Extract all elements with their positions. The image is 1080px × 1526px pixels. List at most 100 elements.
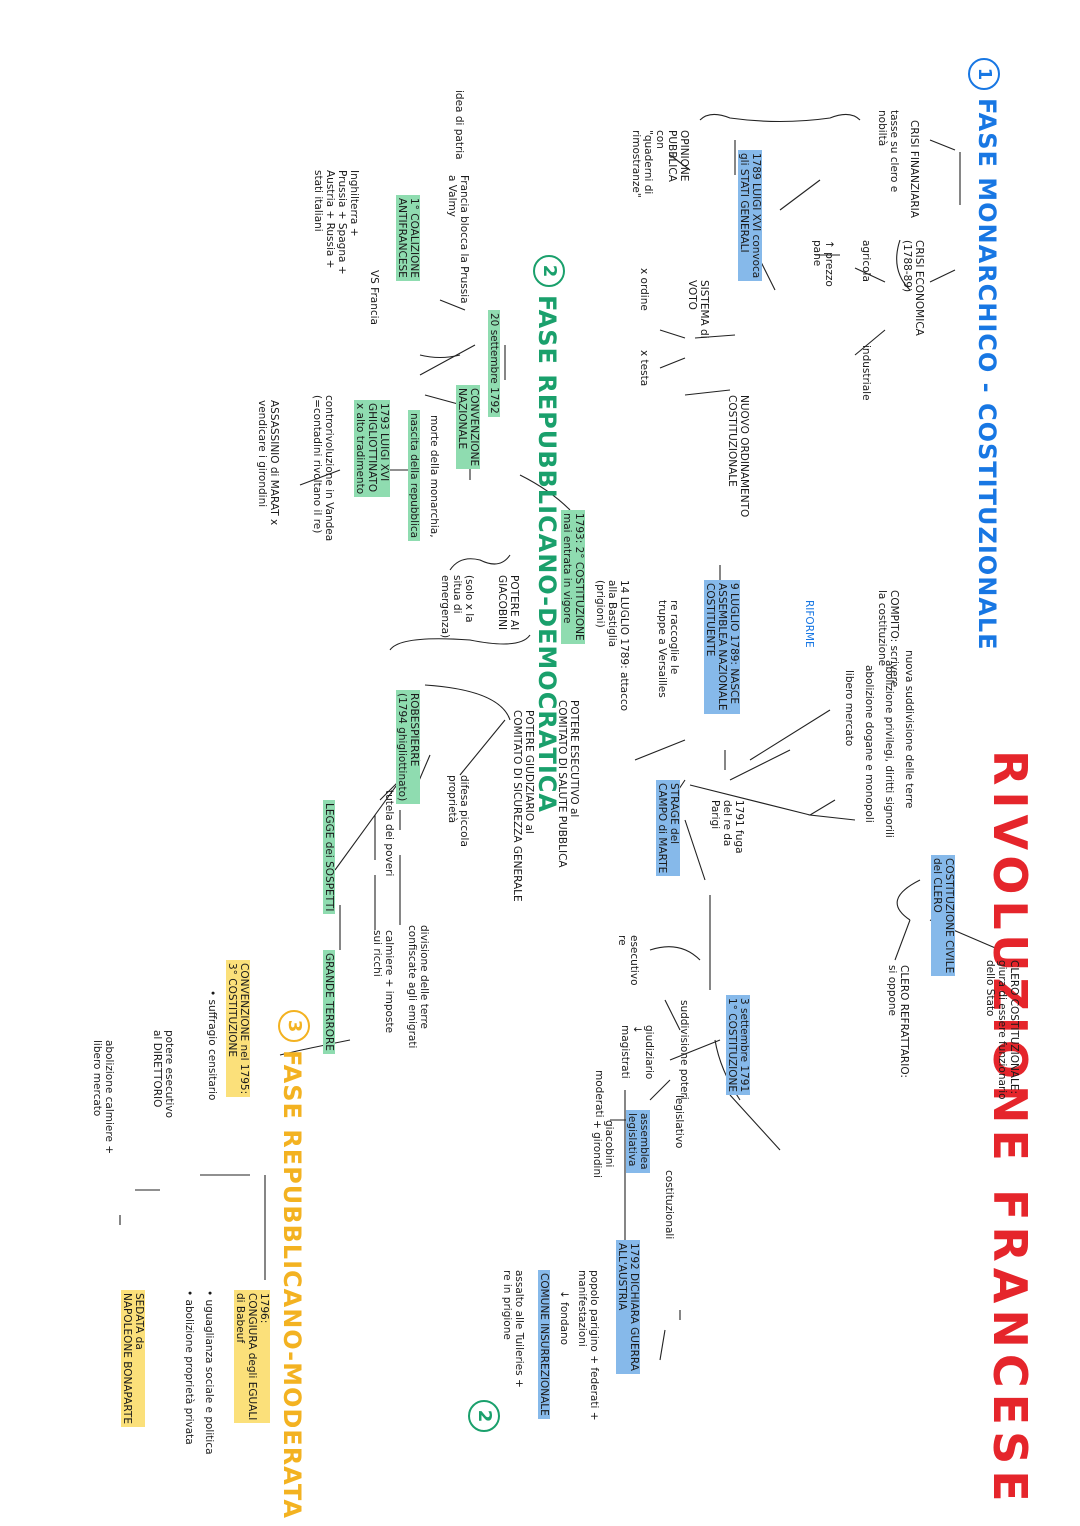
- potere-giudiziario: giudiziario ↓ magistrati: [619, 1025, 655, 1080]
- valmy: Francia blocca la Prussia a Valmy: [446, 175, 470, 304]
- crisi-finanziaria: CRISI FINANZIARIA: [908, 120, 920, 218]
- arrow: [896, 239, 911, 291]
- arrow: [659, 1329, 666, 1361]
- arrow: [279, 1039, 351, 1056]
- luigi-ghigliottinato: 1793 LUIGI XVI GHIGLIOTTINATO x alto tra…: [354, 400, 390, 498]
- bastiglia: 14 LUGLIO 1789: attacco alla Bastiglia (…: [594, 580, 630, 712]
- phase-2-number: 2: [533, 255, 565, 287]
- convenzione-nazionale: CONVENZIONE NAZIONALE: [456, 385, 480, 470]
- calmiere-imposte: calmiere + imposte sui ricchi: [371, 930, 395, 1034]
- legge-sospetti: LEGGE dei SOSPETTI: [323, 800, 335, 915]
- arrow: [894, 919, 911, 961]
- piccola-proprieta: difesa piccola proprietà: [446, 775, 470, 847]
- stati-generali: 1789 LUIGI XVI convoca gli STATI GENERAL…: [738, 150, 762, 282]
- comitato-sicurezza: POTERE GIUDIZIARIO al COMITATO DI SICURE…: [511, 710, 535, 902]
- clero-costituzionale: CLERO COSTITUZIONALE: giura di essere fu…: [984, 960, 1020, 1100]
- voto-testa: x testa: [638, 350, 650, 387]
- arrow: [649, 1079, 671, 1101]
- arrow: [854, 267, 886, 283]
- comitato-salute: POTERE ESECUTIVO al COMITATO DI SALUTE P…: [556, 700, 580, 868]
- arrow: [419, 354, 461, 359]
- arrow: [419, 344, 476, 376]
- vs-francia: VS Francia: [368, 270, 380, 325]
- assemblea-costituente: 9 LUGLIO 1789: NASCE ASSEMBLEA NAZIONALE…: [704, 580, 740, 714]
- bracket: [699, 113, 861, 123]
- fondano: ↓ fondano: [558, 1290, 570, 1346]
- suffragio-censitario: • suffragio censitario: [206, 990, 218, 1101]
- voto-ordine: x ordine: [638, 268, 650, 311]
- crisi-economica: CRISI ECONOMICA (1788-89): [901, 240, 925, 336]
- arrow: [689, 784, 811, 816]
- arrow: [659, 357, 686, 369]
- assassinio-marat: ASSASSINIO di MARAT x vendicare i girond…: [256, 400, 280, 526]
- arrow: [459, 719, 506, 776]
- giacobini-girondini: giacobini + girondini: [591, 1120, 615, 1179]
- divisione-terre: divisione delle terre confiscate agli em…: [406, 925, 430, 1049]
- arrow: [929, 269, 956, 283]
- terza-costituzione: CONVENZIONE nel 1795: 3° COSTITUZIONE: [226, 960, 250, 1098]
- popolo-parigino: popolo parigino + federati + manifestazi…: [576, 1270, 600, 1421]
- prezzo-pane: ↑ prezzo pane: [811, 240, 835, 287]
- riforma-dogane: abolizione dogane e monopoli: [863, 665, 875, 823]
- arrow: [929, 139, 956, 151]
- arrow: [729, 1094, 781, 1151]
- arrow: [694, 334, 736, 339]
- industriale: industriale: [860, 345, 872, 401]
- arrow: [439, 299, 466, 311]
- potere-esecutivo-re: esecutivo re: [616, 935, 640, 986]
- prima-costituzione: 3 settembre 1791 1° COSTITUZIONE: [726, 995, 750, 1096]
- assemblea-legislativa: assemblea legislativa: [626, 1110, 650, 1173]
- congiura-eguali: 1796: CONGIURA degli EGUALI di Babeuf: [234, 1290, 270, 1424]
- date-settembre: 20 settembre 1792: [488, 310, 500, 417]
- tasse: tasse su clero e nobiltà: [876, 110, 900, 193]
- grande-terrore: GRANDE TERRORE: [323, 950, 335, 1054]
- arrow: [519, 474, 571, 511]
- arrow: [684, 819, 706, 881]
- riforma-mercato: libero mercato: [843, 670, 855, 747]
- arrow: [669, 154, 691, 171]
- potere-giacobini: POTERE AI GIACOBINI: [496, 575, 520, 631]
- arrow: [424, 684, 511, 721]
- coalizione-membri: Inghilterra + Prussia + Spagna + Austria…: [312, 170, 360, 275]
- abolizione-calmiere: abolizione calmiere + libero mercato: [91, 1040, 115, 1155]
- suddivisione-poteri: suddivisione poteri: [678, 1000, 690, 1100]
- riforma-privilegi: abolizione privilegi, diritti signorili: [883, 660, 895, 838]
- arrow: [659, 329, 686, 339]
- costituzione-civile-clero: COSTITUZIONE CIVILE del CLERO: [931, 855, 955, 977]
- bracket: [449, 554, 511, 571]
- moderati: moderati: [593, 1070, 605, 1118]
- agricola: agricola: [860, 240, 872, 282]
- napoleone: SEDATA da NAPOLEONE BONAPARTE: [121, 1290, 145, 1427]
- next-phase-marker: 2: [468, 1400, 500, 1432]
- prima-coalizione: 1° COALIZIONE ANTIFRANCESE: [396, 195, 420, 281]
- vandea: controrivoluzione in Vandea (=contadini …: [311, 395, 335, 542]
- phase-1-title: FASE MONARCHICO - COSTITUZIONALE: [973, 98, 1001, 651]
- phase-1-number: 1: [968, 58, 1000, 90]
- clero-refrattario: CLERO REFRATTARIO: si oppone: [886, 965, 910, 1078]
- seconda-costituzione: 1793: 2° COSTITUZIONE mai entrata in vig…: [561, 510, 585, 644]
- sistema-voto: SISTEMA di VOTO: [686, 280, 710, 339]
- fuga-re: 1791 fuga del re da Parigi: [709, 800, 745, 854]
- idea-patria: idea di patria: [453, 90, 465, 160]
- situa-emergenza: (solo x la situa di emergenza): [439, 575, 475, 639]
- comune-insurrezionale: COMUNE INSURREZIONALE: [538, 1270, 550, 1419]
- costituzionali: costituzionali: [663, 1170, 675, 1240]
- arrow: [299, 469, 341, 486]
- arrow: [779, 179, 821, 211]
- nuovo-ordinamento: NUOVO ORDINAMENTO COSTITUZIONALE: [726, 395, 750, 518]
- arrow: [664, 999, 681, 1031]
- direttorio: potere esecutivo al DIRETTORIO: [151, 1030, 175, 1119]
- arrow: [729, 749, 791, 781]
- riforme: RIFORME: [803, 600, 815, 648]
- opinione-pubblica: OPINIONE PUBBLICA con "quaderni di rimos…: [630, 130, 690, 198]
- morte-monarchia: morte della monarchia,: [428, 415, 440, 538]
- arrow: [808, 799, 856, 821]
- truppe-versailles: re raccoglie le truppe a Versailles: [656, 600, 680, 698]
- phase-3-number: 3: [278, 1010, 310, 1042]
- strage-campo-marte: STRAGE del CAMPO di MARTE: [656, 780, 680, 877]
- nascita-repubblica: nascita della repubblica: [408, 410, 420, 542]
- riforma-terre: nuova suddivisione delle terre: [903, 650, 915, 809]
- arrow: [669, 1039, 721, 1061]
